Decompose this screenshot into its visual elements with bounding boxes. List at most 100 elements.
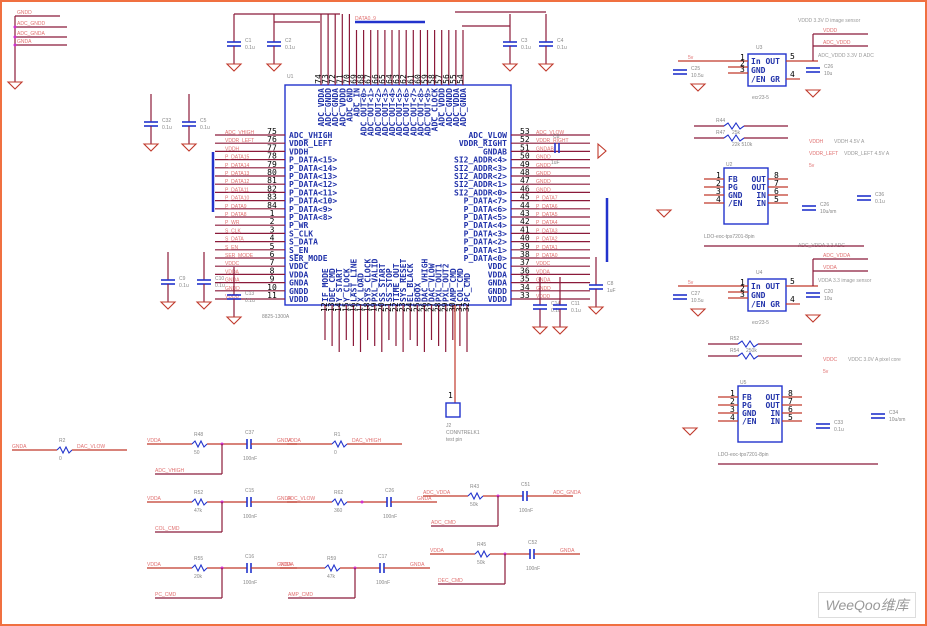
cap-value: 0.1u [245, 45, 255, 51]
cap-ref: C25 [691, 66, 700, 72]
pin-number: 84 [267, 201, 277, 210]
pin-number: 14 [334, 302, 343, 312]
pin-number: 11 [267, 291, 277, 300]
cap-value: 100nF [376, 580, 390, 586]
svg-text:OUT: OUT [752, 183, 767, 192]
pin-number: 31 [455, 302, 464, 312]
cap-value: 0.1u [245, 298, 255, 304]
cap-ref: C8 [553, 134, 560, 140]
svg-text:U4: U4 [756, 270, 763, 276]
svg-text:FB: FB [742, 393, 752, 402]
cap-value: 0.1u [200, 125, 210, 131]
pin-number: 62 [399, 74, 408, 84]
pin-name: P_DATA<5> [464, 213, 508, 222]
pin-number: 59 [421, 74, 430, 84]
pin-number: 9 [270, 275, 275, 284]
pin-number: 12 [320, 302, 329, 312]
svg-text:GNDA: GNDA [277, 438, 292, 444]
pin-name: ADC_VDDA [317, 88, 326, 127]
cap-value: 0.1u [571, 308, 581, 314]
svg-text:PG: PG [728, 183, 738, 192]
svg-text:GND: GND [751, 291, 766, 300]
pin-number: 77 [267, 143, 277, 152]
svg-text:47k: 47k [194, 508, 203, 514]
svg-text:IN: IN [756, 199, 766, 208]
pin-name: ADC_CLOCK [431, 88, 440, 132]
ic-pin-bottom: 17X_LOAD [356, 273, 366, 352]
svg-text:U2: U2 [726, 162, 733, 168]
cap-ref: C11 [571, 301, 580, 307]
ground-icon [195, 301, 213, 310]
pin-name: ADC_OUT<4> [388, 88, 397, 136]
test-connector[interactable]: 1 J2 CONNTRELK1 test pin [445, 305, 480, 443]
svg-text:ADC_VDDA: ADC_VDDA [823, 253, 851, 259]
cap-ref: C33 [834, 420, 843, 426]
pin-number: 63 [392, 74, 401, 84]
resistor [324, 563, 341, 573]
pin-number: 6 [270, 250, 275, 259]
svg-text:GNDA: GNDA [12, 444, 27, 450]
svg-text:8: 8 [774, 171, 779, 180]
net-label: VDDR_LEFT [225, 138, 254, 144]
svg-text:5v: 5v [688, 55, 694, 61]
cap-ref: C52 [528, 540, 537, 546]
svg-text:J2: J2 [446, 423, 452, 429]
pin-name: P_DATA<15> [289, 156, 337, 165]
net-label: P_DATA9 [225, 204, 247, 210]
pin-number: 81 [267, 176, 277, 185]
pin-name: ADC_OUT<7> [409, 88, 418, 136]
pin-name: ADC_OUT<0> [360, 88, 369, 136]
net-label: GNDD [17, 10, 32, 16]
pin-number: 26 [419, 302, 428, 312]
cap-value: 10u [824, 71, 833, 77]
pin-name: ADC_OUT<9> [424, 88, 433, 136]
ground-icon [597, 142, 607, 160]
ground-icon [804, 89, 822, 98]
pin-name: PXL_OUT2 [442, 263, 451, 302]
pin-number: 8 [270, 266, 275, 275]
pin-name: ADC_IN [353, 88, 362, 117]
pin-number: 45 [520, 193, 530, 202]
cap-ref: C51 [521, 482, 530, 488]
pin-name: SS_START [378, 263, 387, 302]
ic-pin-right: 39P_DATA<1>P_DATA1 [464, 242, 590, 255]
pin-name: VDDH [289, 147, 308, 156]
svg-text:ADC_VDDA: ADC_VDDA [423, 490, 451, 496]
svg-text:VDDD: VDDD [823, 28, 838, 34]
ic-pin-right: 38P_DATA<0>P_DATA0 [464, 250, 590, 263]
net-label: S_CLK [225, 228, 242, 234]
svg-text:R59: R59 [327, 556, 336, 562]
pin-name: S_EN [289, 246, 308, 255]
cap-ref: C13 [245, 291, 254, 297]
pin-name: ADC_OUT<2> [374, 88, 383, 136]
